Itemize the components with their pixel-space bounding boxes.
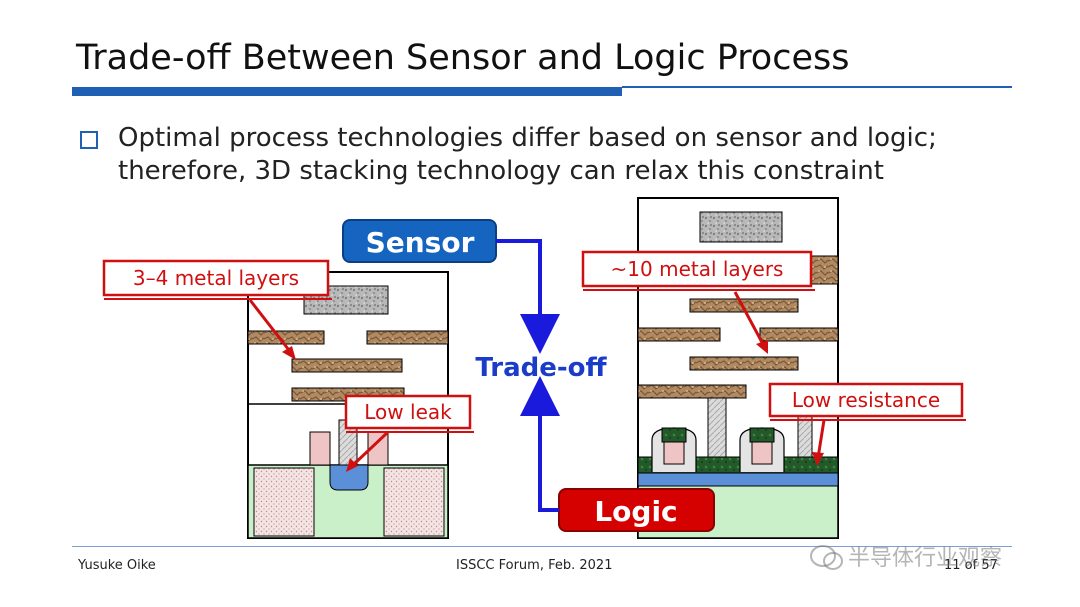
footer-event: ISSCC Forum, Feb. 2021: [456, 558, 613, 573]
bullet-text: Optimal process technologies differ base…: [118, 122, 937, 188]
watermark-text: 半导体行业观察: [848, 546, 1003, 571]
callout-right-resistance: Low resistance: [768, 382, 966, 466]
bullet-line-2: therefore, 3D stacking technology can re…: [118, 156, 884, 186]
right-cross-section: [637, 197, 839, 539]
tradeoff-label: Trade-off: [475, 353, 607, 383]
arrow-logic-to-tradeoff: [520, 376, 560, 512]
right-resistance-label: Low resistance: [792, 388, 940, 412]
sensor-box: Sensor: [342, 219, 497, 263]
footer-divider: [72, 546, 1012, 547]
wechat-icon: [810, 545, 843, 570]
slide-title: Trade-off Between Sensor and Logic Proce…: [76, 38, 850, 78]
title-underline-thin: [622, 86, 1012, 88]
logic-label: Logic: [594, 495, 677, 528]
footer-page-number: 11 of 57: [944, 558, 998, 573]
sensor-label: Sensor: [366, 226, 475, 259]
left-leak-label: Low leak: [364, 400, 452, 424]
arrow-sensor-to-tradeoff: [496, 239, 560, 354]
logic-box: Logic: [558, 488, 715, 532]
callout-left-leak: Low leak: [344, 394, 474, 472]
title-underline-thick: [72, 87, 622, 96]
footer-author: Yusuke Oike: [78, 558, 156, 573]
left-layers-label: 3–4 metal layers: [133, 266, 299, 290]
bullet-square-icon: [80, 131, 98, 149]
callout-right-layers: ~10 metal layers: [581, 250, 815, 354]
bullet-line-1: Optimal process technologies differ base…: [118, 123, 937, 153]
right-layers-label: ~10 metal layers: [611, 257, 784, 281]
callout-left-layers: 3–4 metal layers: [102, 259, 332, 360]
